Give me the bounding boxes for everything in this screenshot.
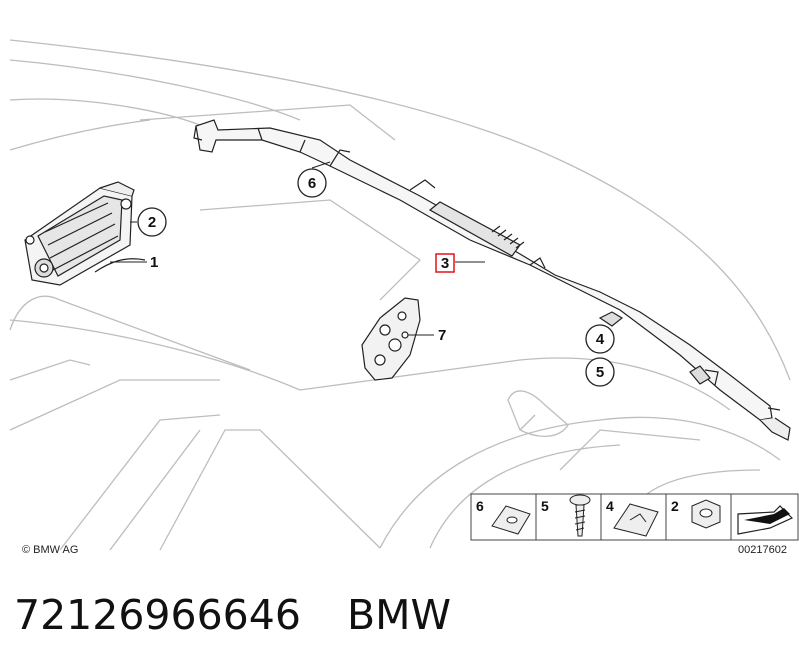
svg-text:3: 3 xyxy=(441,255,449,272)
callout-7: 7 xyxy=(438,327,446,344)
svg-text:5: 5 xyxy=(596,364,604,381)
svg-text:1: 1 xyxy=(150,254,158,271)
part-number: 72126966646 xyxy=(14,591,301,639)
svg-text:7: 7 xyxy=(438,327,446,344)
svg-text:2: 2 xyxy=(148,214,156,231)
cover-plate xyxy=(361,297,421,381)
svg-text:4: 4 xyxy=(596,331,605,348)
callout-1: 1 xyxy=(150,254,158,271)
svg-text:6: 6 xyxy=(476,498,484,514)
hex-nut-icon xyxy=(691,499,721,529)
callout-2: 2 xyxy=(137,207,167,237)
legend-item-6: 6 xyxy=(476,498,531,535)
legend-item-5: 5 xyxy=(541,494,591,537)
curtain-airbag xyxy=(193,119,791,441)
clip-icon xyxy=(613,503,659,537)
antenna-outline xyxy=(507,390,569,437)
svg-text:4: 4 xyxy=(606,498,614,514)
parts-diagram: 1 2 3 4 5 6 7 6 5 xyxy=(9,39,799,556)
svg-text:6: 6 xyxy=(308,175,316,192)
callout-4: 4 xyxy=(585,324,615,354)
callout-3-highlighted: 3 xyxy=(435,253,455,273)
copyright-text: © BMW AG xyxy=(22,544,78,556)
legend-item-2: 2 xyxy=(671,498,721,529)
direction-arrow-icon xyxy=(737,505,794,535)
callout-5: 5 xyxy=(585,357,615,387)
leader-lines xyxy=(110,161,485,336)
svg-text:2: 2 xyxy=(671,498,679,514)
callout-6: 6 xyxy=(297,168,327,198)
svg-text:5: 5 xyxy=(541,498,549,514)
hardware-legend: 6 5 4 2 xyxy=(470,493,799,541)
figure-code: 00217602 xyxy=(738,544,787,556)
screw-icon xyxy=(569,494,591,537)
part-caption: 72126966646 BMW xyxy=(14,585,451,645)
airbag-module xyxy=(24,181,146,286)
legend-item-4: 4 xyxy=(606,498,659,537)
car-body-outline xyxy=(9,39,791,551)
brand-name: BMW xyxy=(346,591,451,639)
